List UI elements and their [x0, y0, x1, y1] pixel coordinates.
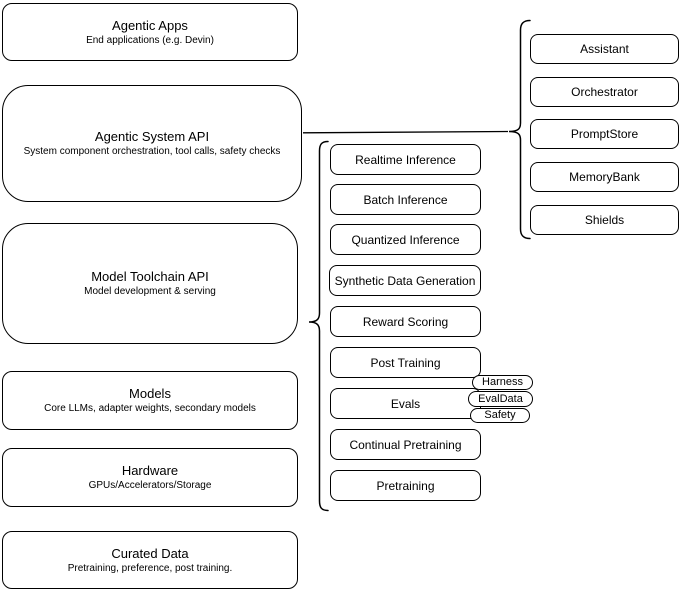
node-label: Pretraining	[376, 478, 435, 493]
node-label: PromptStore	[570, 127, 639, 141]
node-post-training: Post Training	[330, 347, 481, 378]
node-label: Orchestrator	[571, 85, 638, 99]
node-title: Agentic System API	[94, 129, 210, 144]
node-label: Synthetic Data Generation	[334, 273, 476, 288]
node-evals: Evals	[330, 388, 481, 419]
node-subtitle: System component orchestration, tool cal…	[23, 146, 281, 157]
node-title: Model Toolchain API	[91, 269, 209, 284]
system-api-to-components-line	[302, 130, 509, 134]
tag-label: EvalData	[478, 392, 523, 405]
node-models: Models Core LLMs, adapter weights, secon…	[2, 371, 298, 430]
node-label: Shields	[584, 213, 625, 227]
node-subtitle: Model development & serving	[84, 286, 216, 297]
node-realtime-inference: Realtime Inference	[330, 144, 481, 175]
node-title: Hardware	[121, 463, 179, 478]
node-label: Assistant	[580, 42, 629, 56]
tag-harness: Harness	[472, 375, 533, 390]
node-hardware: Hardware GPUs/Accelerators/Storage	[2, 448, 298, 507]
tag-label: Safety	[484, 409, 516, 421]
node-label: Post Training	[370, 355, 441, 370]
node-batch-inference: Batch Inference	[330, 184, 481, 215]
system-brace	[508, 19, 531, 240]
node-subtitle: End applications (e.g. Devin)	[86, 34, 214, 46]
node-synthetic-data-generation: Synthetic Data Generation	[329, 265, 481, 296]
node-title: Curated Data	[111, 545, 189, 561]
node-continual-pretraining: Continual Pretraining	[330, 429, 481, 460]
node-curated-data: Curated Data Pretraining, preference, po…	[2, 531, 298, 589]
node-label: Batch Inference	[363, 192, 448, 207]
toolchain-brace	[308, 140, 329, 512]
node-label: Evals	[390, 396, 421, 411]
node-title: Agentic Apps	[112, 17, 188, 33]
node-label: Reward Scoring	[362, 314, 449, 329]
node-subtitle: Pretraining, preference, post training.	[67, 562, 233, 574]
node-subtitle: GPUs/Accelerators/Storage	[88, 480, 212, 491]
node-agentic-apps: Agentic Apps End applications (e.g. Devi…	[2, 3, 298, 61]
tag-safety: Safety	[470, 408, 530, 423]
node-subtitle: Core LLMs, adapter weights, secondary mo…	[44, 403, 256, 414]
node-pretraining: Pretraining	[330, 470, 481, 501]
node-quantized-inference: Quantized Inference	[330, 224, 481, 255]
node-shields: Shields	[530, 205, 679, 235]
node-memorybank: MemoryBank	[530, 162, 679, 192]
node-model-toolchain-api: Model Toolchain API Model development & …	[2, 223, 298, 344]
node-assistant: Assistant	[530, 34, 679, 64]
tag-evaldata: EvalData	[468, 391, 533, 407]
node-promptstore: PromptStore	[530, 119, 679, 149]
node-label: Continual Pretraining	[349, 437, 462, 452]
node-label: Quantized Inference	[351, 232, 460, 247]
node-label: MemoryBank	[569, 170, 640, 184]
node-agentic-system-api: Agentic System API System component orch…	[2, 85, 302, 202]
node-label: Realtime Inference	[355, 152, 456, 167]
node-title: Models	[129, 386, 171, 401]
tag-label: Harness	[482, 376, 523, 388]
node-orchestrator: Orchestrator	[530, 77, 679, 107]
node-reward-scoring: Reward Scoring	[330, 306, 481, 337]
